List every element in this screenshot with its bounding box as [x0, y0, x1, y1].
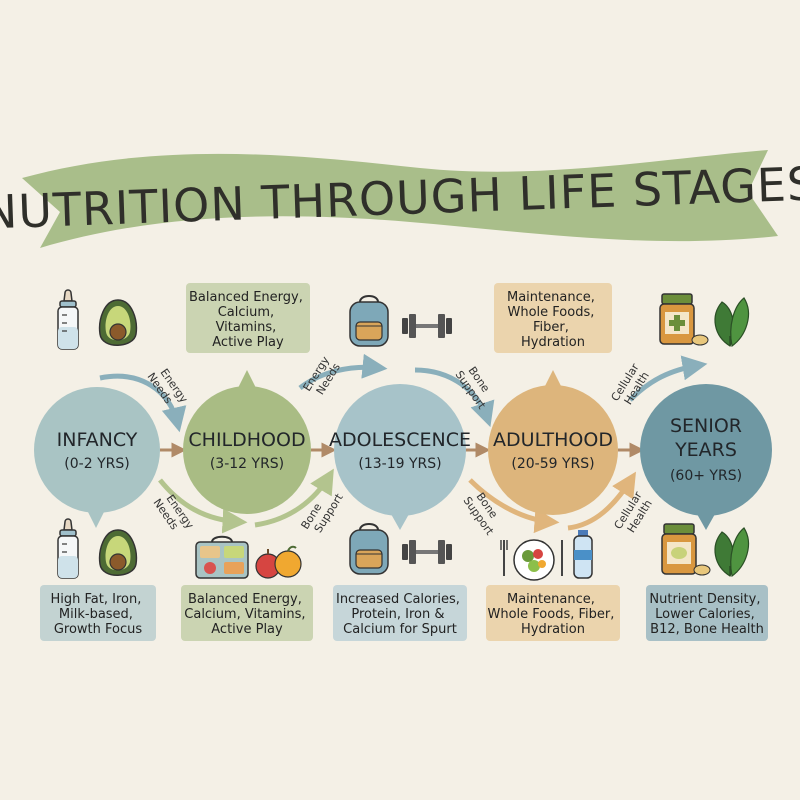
arrow-label: BoneSupport [453, 361, 500, 412]
stage-name: ADOLESCENCE [329, 429, 471, 451]
svg-text:Balanced Energy, Calcium: Balanced Energy, Calcium, Vitamins, Acti… [184, 592, 309, 637]
arrow-label: BoneSupport [299, 484, 347, 539]
stage-adulthood: ADULTHOOD (20-59 YRS) [488, 370, 618, 515]
stage-age-range: (13-19 YRS) [358, 456, 441, 472]
stage-senior: SENIOR YEARS (60+ YRS) [640, 384, 772, 530]
box-line: Hydration [521, 335, 585, 350]
svg-text:High Fat, Iron, Milk-bas: High Fat, Iron, Milk-based, Growth Focus [51, 592, 146, 637]
stage-infancy: INFANCY (0-2 YRS) [34, 387, 160, 528]
box-line: Active Play [212, 335, 284, 350]
apple-icon [255, 545, 302, 579]
svg-text:Maintenance, Whole Foods: Maintenance, Whole Foods, Fiber, Hydrati… [507, 290, 599, 350]
spinach-icon [714, 527, 749, 578]
water-bottle-icon [573, 530, 593, 579]
arrow-label: EnergyNeeds [301, 354, 344, 401]
stage-age-range: (3-12 YRS) [210, 456, 284, 472]
box-line: Maintenance, [507, 592, 595, 607]
arrow-label: BoneSupport [461, 487, 508, 538]
box-line: Balanced Energy, [189, 290, 303, 305]
box-line: Balanced Energy, [188, 592, 302, 607]
baby-bottle-icon [57, 289, 79, 350]
box-line: Protein, Iron & [351, 607, 444, 622]
dumbbell-icon [402, 540, 452, 564]
svg-text:Nutrient Density, Lower: Nutrient Density, Lower Calories, B12, B… [649, 592, 764, 637]
bottom-box-childhood: Balanced Energy, Calcium, Vitamins, Acti… [181, 585, 313, 641]
dumbbell-icon [402, 314, 452, 338]
box-line: Growth Focus [54, 622, 143, 637]
stage-age-range: (20-59 YRS) [511, 456, 594, 472]
stage-name: INFANCY [57, 429, 138, 451]
supplement-jar-icon [661, 523, 711, 576]
bottom-arrows [158, 468, 636, 534]
bottom-box-adulthood: Maintenance, Whole Foods, Fiber, Hydrati… [486, 585, 620, 641]
title-banner: NUTRITION THROUGH LIFE STAGES [0, 150, 800, 248]
arrow-label: EnergyNeeds [151, 489, 197, 539]
salad-plate-icon [500, 539, 563, 581]
supplement-jar-icon [659, 293, 709, 346]
box-line: Calcium, Vitamins, [184, 607, 305, 622]
box-line: Vitamins, [216, 320, 277, 335]
box-line: Whole Foods, Fiber, [487, 607, 614, 622]
spinach-icon [714, 297, 749, 348]
box-line: Milk-based, [59, 607, 133, 622]
backpack-icon [349, 523, 389, 575]
box-line: Increased Calories, [336, 592, 460, 607]
stage-name: SENIOR [670, 415, 742, 437]
box-line: Nutrient Density, [649, 592, 760, 607]
stage-name: ADULTHOOD [493, 429, 613, 451]
box-line: Calcium for Spurt [343, 622, 457, 637]
stage-name: YEARS [674, 439, 737, 461]
box-line: Active Play [211, 622, 283, 637]
box-line: Lower Calories, [655, 607, 755, 622]
stage-name: CHILDHOOD [188, 429, 305, 451]
lunchbox-icon [195, 535, 249, 579]
avocado-icon [98, 529, 138, 576]
avocado-icon [98, 299, 138, 346]
bottom-box-senior: Nutrient Density, Lower Calories, B12, B… [646, 585, 768, 641]
bottom-box-infancy: High Fat, Iron, Milk-based, Growth Focus [40, 585, 156, 641]
bottom-box-adolescence: Increased Calories, Protein, Iron & Calc… [333, 585, 467, 641]
box-line: Hydration [521, 622, 585, 637]
stage-age-range: (60+ YRS) [670, 468, 742, 484]
top-box-adulthood: Maintenance, Whole Foods, Fiber, Hydrati… [494, 283, 612, 353]
top-arrows [99, 353, 708, 433]
box-line: B12, Bone Health [650, 622, 764, 637]
box-line: Calcium, [218, 305, 274, 320]
box-line: High Fat, Iron, [51, 592, 142, 607]
stage-childhood: CHILDHOOD (3-12 YRS) [183, 370, 311, 514]
stage-adolescence: ADOLESCENCE (13-19 YRS) [329, 384, 471, 530]
top-box-childhood: Balanced Energy, Calcium, Vitamins, Acti… [186, 283, 310, 353]
baby-bottle-icon [57, 518, 79, 579]
svg-text:Balanced Energy, Calcium: Balanced Energy, Calcium, Vitamins, Acti… [189, 290, 307, 350]
box-line: Fiber, [533, 320, 569, 335]
svg-text:Increased Calories, Prot: Increased Calories, Protein, Iron & Calc… [336, 592, 464, 637]
stage-age-range: (0-2 YRS) [64, 456, 129, 472]
svg-text:Maintenance, Whole Foods: Maintenance, Whole Foods, Fiber, Hydrati… [487, 592, 618, 637]
backpack-icon [349, 295, 389, 347]
box-line: Maintenance, [507, 290, 595, 305]
box-line: Whole Foods, [507, 305, 594, 320]
